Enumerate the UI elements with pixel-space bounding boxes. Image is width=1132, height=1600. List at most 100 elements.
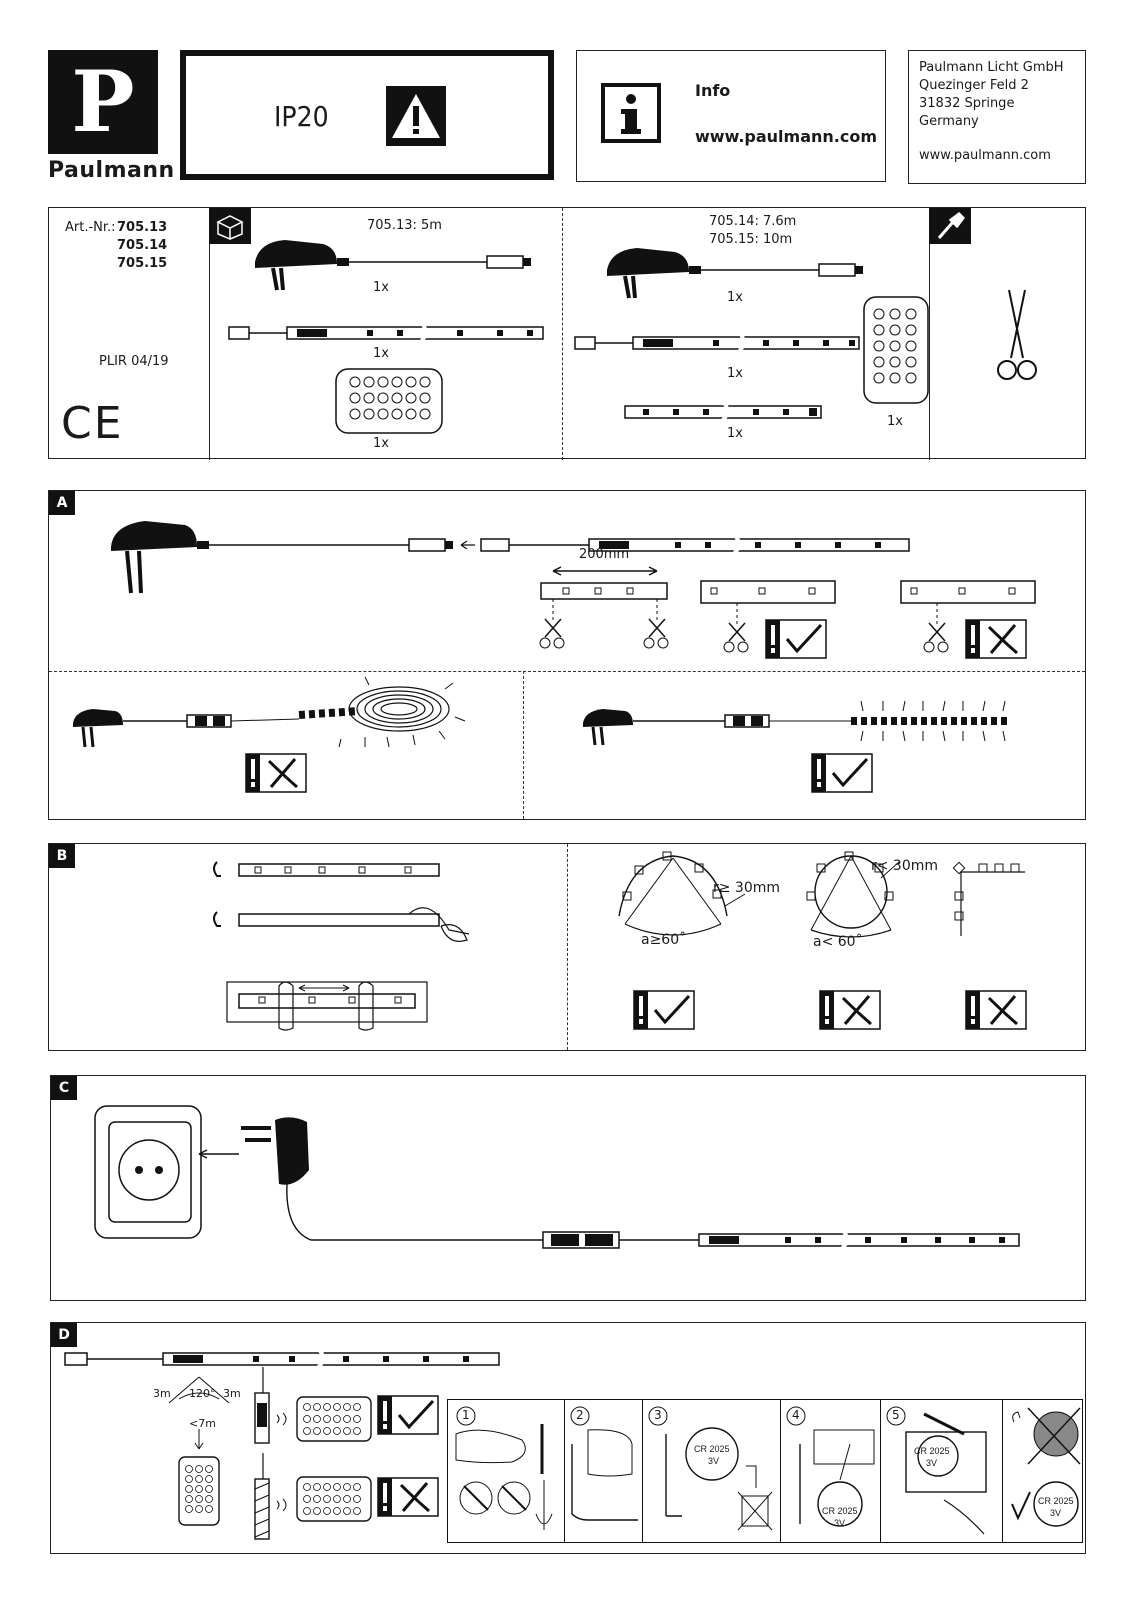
ir-receiver-blocked-drawing	[254, 1453, 372, 1540]
brand-name: Paulmann	[48, 158, 175, 183]
ip-rating: IP20	[274, 100, 329, 133]
angle-bad-label: a< 60˚	[813, 934, 863, 950]
step-4-number: 4	[792, 1408, 800, 1422]
coiled-strip-drawing	[73, 676, 466, 748]
scissors-drawing	[997, 289, 1037, 380]
wall-socket-connection-drawing	[94, 1105, 1020, 1252]
paulmann-logo: P Paulmann	[48, 50, 175, 184]
ip-rating-box: IP20	[180, 50, 554, 180]
info-label: Info	[695, 81, 731, 100]
power-adapter-drawing	[255, 240, 531, 291]
cross-icon-corner	[965, 990, 1027, 1030]
variant-10m-label: 705.15: 10m	[709, 232, 793, 247]
battery-label-3: CR 2025	[694, 1444, 730, 1454]
info-url[interactable]: www.paulmann.com	[695, 127, 877, 146]
variant-5m-label: 705.13: 5m	[367, 218, 442, 233]
angle-ok-label: a≥60˚	[641, 932, 687, 948]
range-right-label: 3m	[223, 1387, 241, 1400]
address-line-1: Paulmann Licht GmbH	[919, 60, 1064, 75]
variant-7m-label: 705.14: 7.6m	[709, 214, 797, 229]
ir-range-drawing	[168, 1376, 230, 1526]
check-icon-ir	[377, 1395, 439, 1435]
section-a: A 200mm	[48, 490, 1086, 820]
unrolled-strip-drawing	[583, 700, 1009, 746]
radius-bad-label: r< 30mm	[871, 858, 939, 874]
step-3-drawing	[648, 1406, 773, 1531]
bend-ok-drawing	[618, 851, 746, 936]
battery-label-5: CR 2025	[914, 1446, 950, 1456]
art-label: Art.-Nr.:	[65, 220, 116, 235]
check-icon-unrolled	[811, 753, 873, 793]
led-strip-drawing	[228, 323, 544, 344]
info-box: Info www.paulmann.com	[576, 50, 886, 182]
address-line-3: 31832 Springe	[919, 96, 1015, 111]
cross-icon-ir	[377, 1477, 439, 1517]
remote-control-drawing-2	[863, 296, 929, 404]
qty-strip-a: 1x	[373, 346, 389, 361]
remote-control-drawing	[335, 368, 443, 434]
qty-strip-b: 1x	[727, 366, 743, 381]
address-url[interactable]: www.paulmann.com	[919, 148, 1051, 163]
info-icon	[601, 83, 661, 143]
section-b: B r≥ 30mm a≥60˚ r< 30mm a< 60˚	[48, 843, 1086, 1051]
adapter-to-strip-drawing	[111, 521, 910, 594]
cross-icon	[965, 619, 1027, 659]
battery-volt-5: 3V	[926, 1458, 938, 1468]
qty-remote-a: 1x	[373, 436, 389, 451]
box-icon	[209, 208, 251, 244]
battery-volt-3: 3V	[708, 1456, 720, 1466]
step-5-number: 5	[892, 1408, 900, 1422]
range-distance-label: <7m	[189, 1417, 216, 1430]
range-left-label: 3m	[153, 1387, 171, 1400]
cut-distance-label: 200mm	[579, 547, 630, 562]
bend-bad-drawing	[806, 851, 900, 938]
step-2-number: 2	[576, 1408, 584, 1422]
section-c-tag: C	[51, 1076, 77, 1100]
step-2-drawing	[570, 1406, 638, 1521]
ir-receiver-ok-drawing	[254, 1367, 372, 1444]
logo-mark: P	[48, 50, 158, 154]
step-3-number: 3	[654, 1408, 662, 1422]
address-line-2: Quezinger Feld 2	[919, 78, 1029, 93]
contents-panel: Art.-Nr.: 705.13 705.14 705.15 PLIR 04/1…	[48, 207, 1086, 460]
plir-code: PLIR 04/19	[99, 354, 169, 369]
section-d: D 3m 120° 3m <7m	[50, 1322, 1086, 1554]
check-icon	[765, 619, 827, 659]
ir-strip-drawing	[64, 1347, 500, 1371]
step-5-drawing	[886, 1406, 987, 1535]
power-adapter-drawing-2	[607, 248, 863, 299]
warning-icon	[386, 86, 446, 146]
step-1-drawing	[455, 1406, 553, 1530]
led-strip-extension-drawing	[624, 403, 822, 422]
cut-wrong-drawing	[900, 580, 1036, 653]
battery-volt-6: 3V	[1050, 1508, 1062, 1518]
battery-insert-drawing	[1011, 1407, 1081, 1527]
section-c: C	[50, 1075, 1086, 1301]
corner-bend-drawing	[952, 861, 1025, 936]
art-number-2: 705.14	[117, 238, 168, 253]
art-number-3: 705.15	[117, 256, 168, 271]
qty-remote-b: 1x	[887, 414, 903, 429]
battery-label-6: CR 2025	[1038, 1496, 1074, 1506]
cut-interval-drawing	[539, 566, 669, 649]
step-1-number: 1	[462, 1408, 470, 1422]
qty-adapter-b: 1x	[727, 290, 743, 305]
cut-correct-drawing	[700, 580, 836, 653]
cross-icon-coiled	[245, 753, 307, 793]
cross-icon-bend	[819, 990, 881, 1030]
mounting-steps-drawing	[213, 861, 470, 1031]
step-4-drawing	[786, 1406, 875, 1527]
battery-label-4: CR 2025	[822, 1506, 858, 1516]
radius-ok-label: r≥ 30mm	[713, 880, 781, 896]
tool-icon	[929, 208, 971, 244]
check-icon-bend	[633, 990, 695, 1030]
section-a-tag: A	[49, 491, 75, 515]
section-d-tag: D	[51, 1323, 77, 1347]
battery-volt-4: 3V	[834, 1518, 846, 1528]
led-strip-drawing-2	[574, 333, 860, 354]
address-line-4: Germany	[919, 114, 979, 129]
qty-strip-ext: 1x	[727, 426, 743, 441]
address-box: Paulmann Licht GmbH Quezinger Feld 2 318…	[908, 50, 1086, 184]
battery-steps: 1 2 3 CR 2025 3V 4 CR 2025 3V	[447, 1399, 1083, 1543]
qty-adapter-a: 1x	[373, 280, 389, 295]
